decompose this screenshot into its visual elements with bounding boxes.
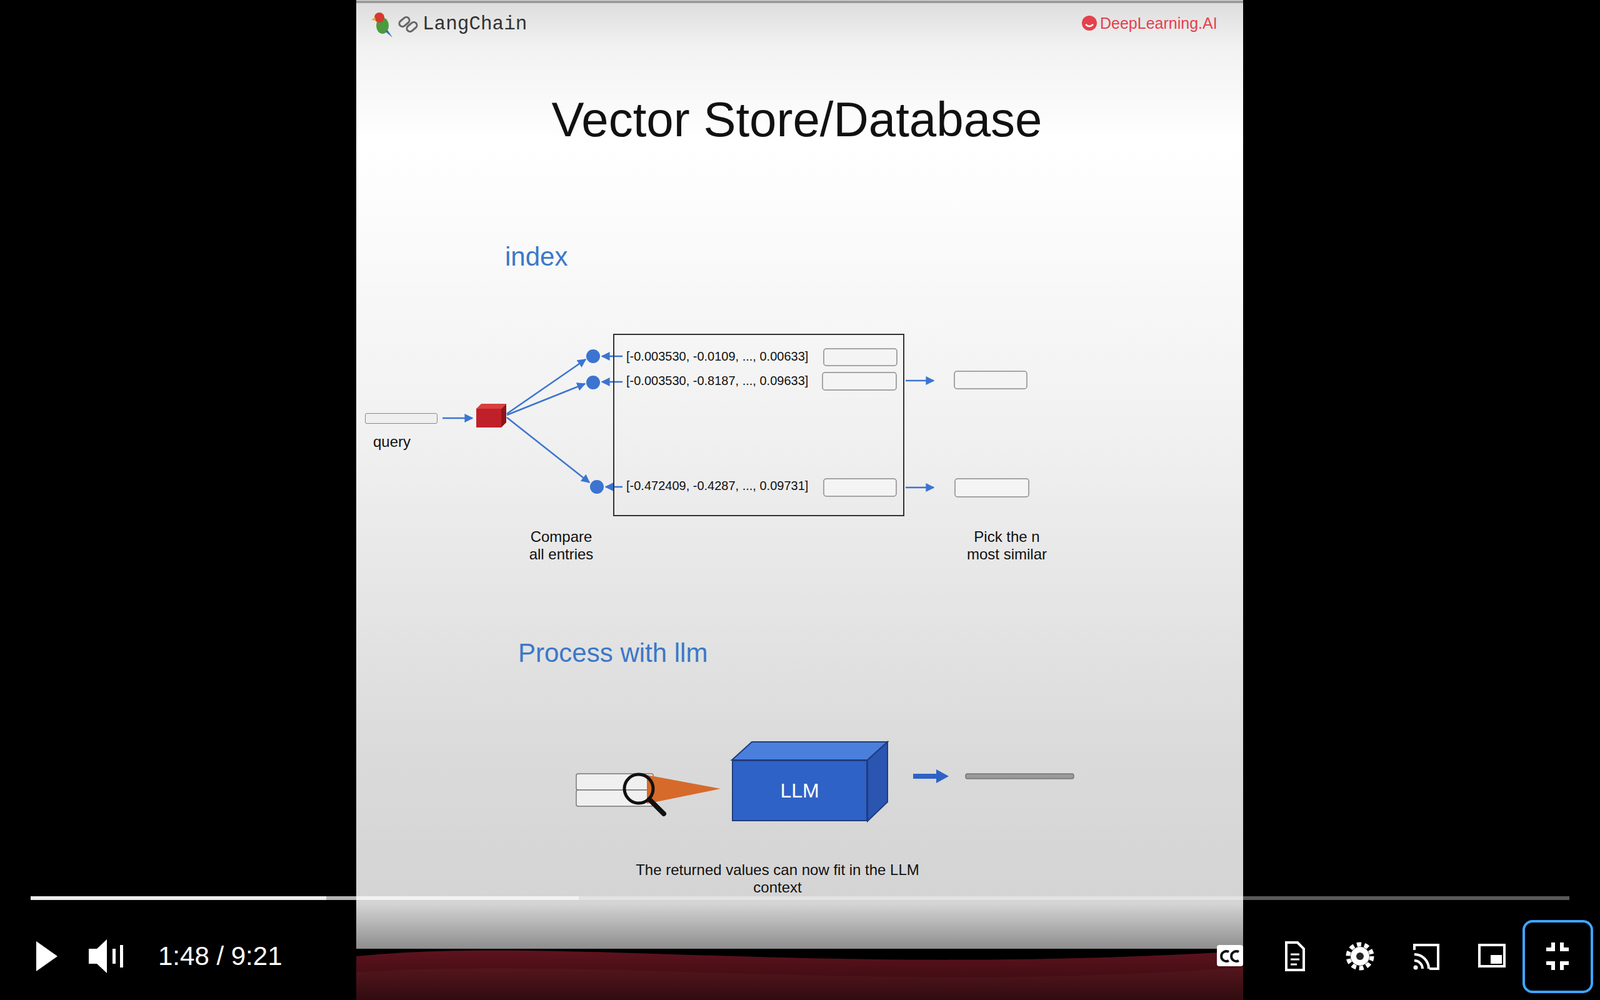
arrow bbox=[442, 417, 473, 420]
parrot-icon bbox=[371, 16, 376, 21]
slide-caption: The returned values can now fit in the L… bbox=[621, 861, 934, 897]
focus-outline bbox=[1523, 921, 1592, 992]
magnifier-icon bbox=[649, 799, 664, 814]
chunk-box bbox=[822, 372, 897, 390]
arrow bbox=[905, 380, 934, 382]
compare-dot bbox=[590, 480, 604, 494]
arrow bbox=[913, 773, 938, 779]
compare-line bbox=[506, 383, 585, 415]
arrow bbox=[905, 486, 934, 489]
compare-line bbox=[506, 359, 586, 414]
captions-icon bbox=[1231, 951, 1239, 962]
progress-track bbox=[30, 896, 1570, 900]
settings-icon bbox=[1350, 946, 1370, 966]
transcript-icon bbox=[1286, 942, 1304, 970]
embedding-vector: [-0.003530, -0.8187, ..., 0.09633] bbox=[626, 373, 809, 389]
settings-icon bbox=[1348, 944, 1372, 969]
node-label: LLM bbox=[780, 778, 819, 803]
embedding-vector: [-0.003530, -0.0109, ..., 0.00633] bbox=[626, 348, 809, 364]
volume-icon bbox=[112, 948, 116, 964]
parrot-icon bbox=[374, 12, 385, 23]
section-heading: index bbox=[505, 241, 568, 273]
transcript-icon bbox=[1290, 954, 1300, 965]
captions-icon bbox=[1216, 945, 1244, 967]
embedding-cube bbox=[476, 408, 502, 428]
step-label: Pick the n most similar bbox=[961, 528, 1053, 564]
section-heading: Process with llm bbox=[518, 637, 708, 669]
lens-beam bbox=[646, 775, 721, 804]
arrow bbox=[601, 355, 623, 358]
embedding-vector: [-0.472409, -0.4287, ..., 0.09731] bbox=[626, 478, 809, 494]
compare-dot bbox=[586, 375, 600, 390]
chunk-box bbox=[823, 478, 897, 497]
brand-logo-text: LangChain bbox=[422, 12, 527, 36]
vector-index-box: [-0.003530, -0.0109, ..., 0.00633] [-0.00… bbox=[613, 333, 905, 517]
slide-top-edge bbox=[356, 0, 1244, 4]
brand-logo-icon bbox=[1081, 15, 1097, 31]
cast-icon bbox=[1413, 965, 1419, 970]
arrow bbox=[601, 381, 623, 384]
exit-fullscreen-icon bbox=[1546, 942, 1569, 970]
volume-icon bbox=[120, 945, 124, 968]
llm-cube-top bbox=[731, 741, 888, 760]
progress-buffered bbox=[30, 896, 579, 900]
progress-played bbox=[30, 896, 327, 900]
node-label: query bbox=[373, 432, 411, 451]
link-icon bbox=[405, 20, 419, 33]
volume-icon bbox=[88, 939, 107, 974]
play-icon bbox=[36, 941, 58, 972]
embedding-cube bbox=[476, 403, 507, 409]
brand-logo-text: DeepLearning.AI bbox=[1100, 13, 1218, 33]
miniplayer-icon bbox=[1479, 945, 1505, 967]
parrot-icon bbox=[385, 30, 393, 38]
captions-icon bbox=[1221, 951, 1229, 962]
query-box: query bbox=[365, 413, 438, 424]
llm-cube-side bbox=[867, 741, 888, 822]
compare-line bbox=[506, 417, 590, 483]
controls-shade bbox=[0, 903, 1600, 1000]
cast-icon bbox=[1414, 945, 1439, 969]
output-bar bbox=[965, 773, 1074, 779]
miniplayer-icon bbox=[1490, 955, 1502, 964]
result-box bbox=[955, 478, 1029, 497]
step-label: Compare all entries bbox=[522, 528, 601, 564]
chunk-box bbox=[823, 348, 897, 366]
time-display: 1:48 / 9:21 bbox=[158, 940, 283, 972]
embedding-cube bbox=[501, 403, 507, 428]
arrow bbox=[936, 769, 949, 784]
compare-dot bbox=[586, 349, 600, 364]
settings-icon bbox=[1356, 952, 1364, 960]
llm-box: LLM bbox=[731, 760, 868, 822]
slide-title: Vector Store/Database bbox=[551, 90, 1043, 149]
brand-logo-icon bbox=[1085, 24, 1094, 27]
slide-background bbox=[356, 0, 1244, 949]
result-box bbox=[954, 371, 1027, 389]
